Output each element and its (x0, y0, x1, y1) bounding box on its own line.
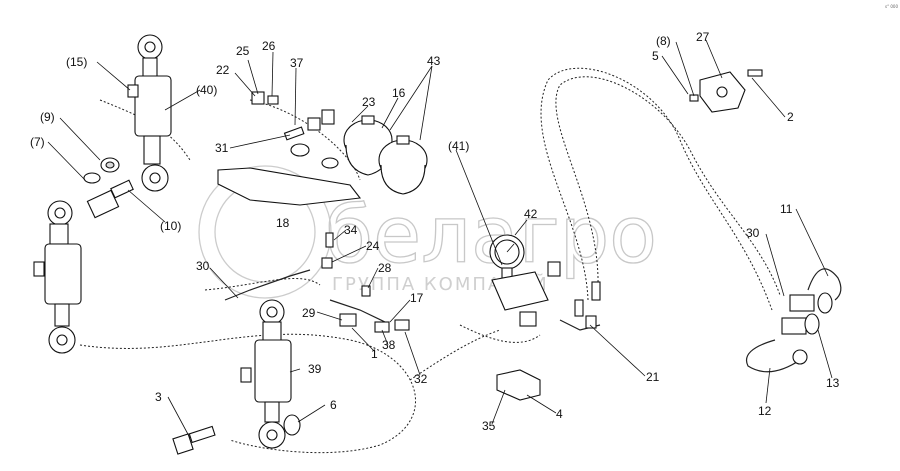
leader-lines (47, 39, 833, 439)
callout-16: 16 (392, 86, 406, 100)
bracket-35 (496, 369, 541, 401)
callout-15: (15) (66, 55, 87, 69)
callout-23: 23 (362, 95, 376, 109)
callout-2: 2 (787, 110, 794, 124)
callout-4: 4 (556, 407, 563, 421)
callout-30-left: 30 (196, 259, 210, 273)
callout-9: (9) (40, 110, 55, 124)
callout-labels: (15) (40) (9) (7) (10) 25 26 22 37 23 16… (30, 30, 840, 433)
callout-34: 34 (344, 223, 358, 237)
callout-40: (40) (196, 83, 217, 97)
corner-mark: s° 000 (885, 4, 898, 9)
callout-37: 37 (290, 56, 304, 70)
quick-couplings (746, 268, 842, 373)
callout-17: 17 (410, 291, 424, 305)
callout-27: 27 (696, 30, 710, 44)
fittings-top (251, 91, 335, 141)
callout-7: (7) (30, 135, 45, 149)
callout-25: 25 (236, 44, 250, 58)
callout-11: 11 (780, 202, 793, 216)
callout-21: 21 (646, 370, 660, 384)
hydraulic-cylinder-bottom (240, 299, 301, 449)
callout-31: 31 (215, 141, 229, 155)
callout-42: 42 (524, 207, 538, 221)
accumulators (343, 115, 428, 195)
callout-6: 6 (330, 398, 337, 412)
hydraulic-cylinder-left (33, 200, 82, 354)
callout-18: 18 (276, 216, 290, 230)
callout-41: (41) (448, 139, 469, 153)
callout-12: 12 (758, 404, 772, 418)
callout-26: 26 (262, 39, 276, 53)
bolt-3 (172, 425, 216, 455)
valve-block (489, 234, 561, 327)
callout-24: 24 (366, 239, 380, 253)
mounting-plate (217, 143, 362, 206)
callout-35: 35 (482, 419, 496, 433)
watermark-circle-outer (198, 165, 332, 299)
callout-29: 29 (302, 306, 316, 320)
callout-22: 22 (216, 63, 230, 77)
hydraulic-cylinder-top (127, 34, 172, 192)
callout-38: 38 (382, 338, 396, 352)
callout-8: (8) (656, 34, 671, 48)
bolt-assembly-left (83, 157, 134, 219)
watermark: белагро ГРУППА КОМПАНИЙ (198, 165, 658, 299)
watermark-subtitle: ГРУППА КОМПАНИЙ (332, 273, 549, 295)
flange-assembly (689, 69, 763, 113)
watermark-brand: белагро (325, 191, 657, 281)
callout-43: 43 (427, 54, 441, 68)
callout-13: 13 (826, 376, 840, 390)
callout-10: (10) (160, 219, 181, 233)
callout-1: 1 (371, 347, 378, 361)
callout-32: 32 (414, 372, 428, 386)
callout-5: 5 (652, 49, 659, 63)
callout-30-right: 30 (746, 226, 760, 240)
callout-39: 39 (308, 362, 322, 376)
callout-3: 3 (155, 390, 162, 404)
callout-28: 28 (378, 261, 392, 275)
fittings-center (321, 232, 601, 333)
